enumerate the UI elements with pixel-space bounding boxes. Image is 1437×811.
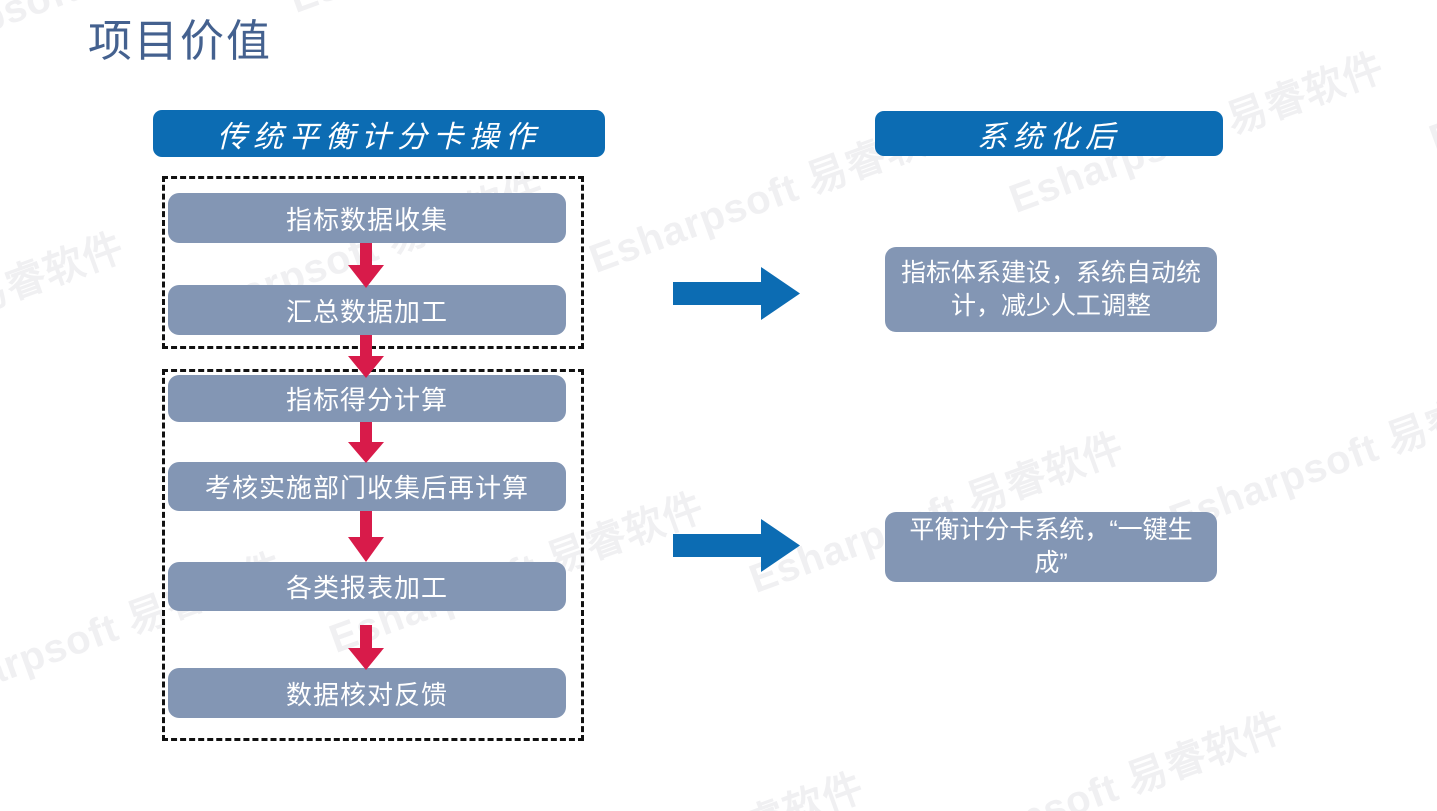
process-box-score-calculation: 指标得分计算 xyxy=(168,375,566,422)
watermark-text: Esharpsoft 易睿软件 xyxy=(0,225,131,401)
page-title: 项目价值 xyxy=(88,17,272,66)
process-box-data-verification-feedback: 数据核对反馈 xyxy=(168,668,566,718)
process-box-department-recalculation: 考核实施部门收集后再计算 xyxy=(168,462,566,511)
down-arrow-icon xyxy=(338,625,394,671)
result-box-indicator-system: 指标体系建设，系统自动统计，减少人工调整 xyxy=(885,247,1217,332)
right-arrow-icon xyxy=(673,266,801,321)
down-arrow-icon xyxy=(338,511,394,563)
column-header-traditional: 传统平衡计分卡操作 xyxy=(153,110,605,157)
down-arrow-icon xyxy=(338,243,394,289)
watermark-text: Esharpsoft 易睿软件 xyxy=(903,705,1291,811)
watermark-text: Esharpsoft 易睿软件 xyxy=(1423,0,1437,162)
down-arrow-icon xyxy=(338,335,394,379)
right-arrow-icon xyxy=(673,518,801,573)
process-box-data-aggregation: 汇总数据加工 xyxy=(168,285,566,335)
down-arrow-icon xyxy=(338,422,394,464)
result-box-bsc-system: 平衡计分卡系统，“一键生成” xyxy=(885,512,1217,582)
process-box-data-collection: 指标数据收集 xyxy=(168,193,566,243)
watermark-text: Esharpsoft 易睿软件 xyxy=(480,755,871,811)
dashed-group-one xyxy=(162,176,584,349)
dashed-group-two xyxy=(162,369,584,741)
watermark-text: Esharpsoft 易睿软件 xyxy=(280,0,671,25)
process-box-report-generation: 各类报表加工 xyxy=(168,562,566,611)
column-header-systemized: 系统化后 xyxy=(875,111,1223,156)
